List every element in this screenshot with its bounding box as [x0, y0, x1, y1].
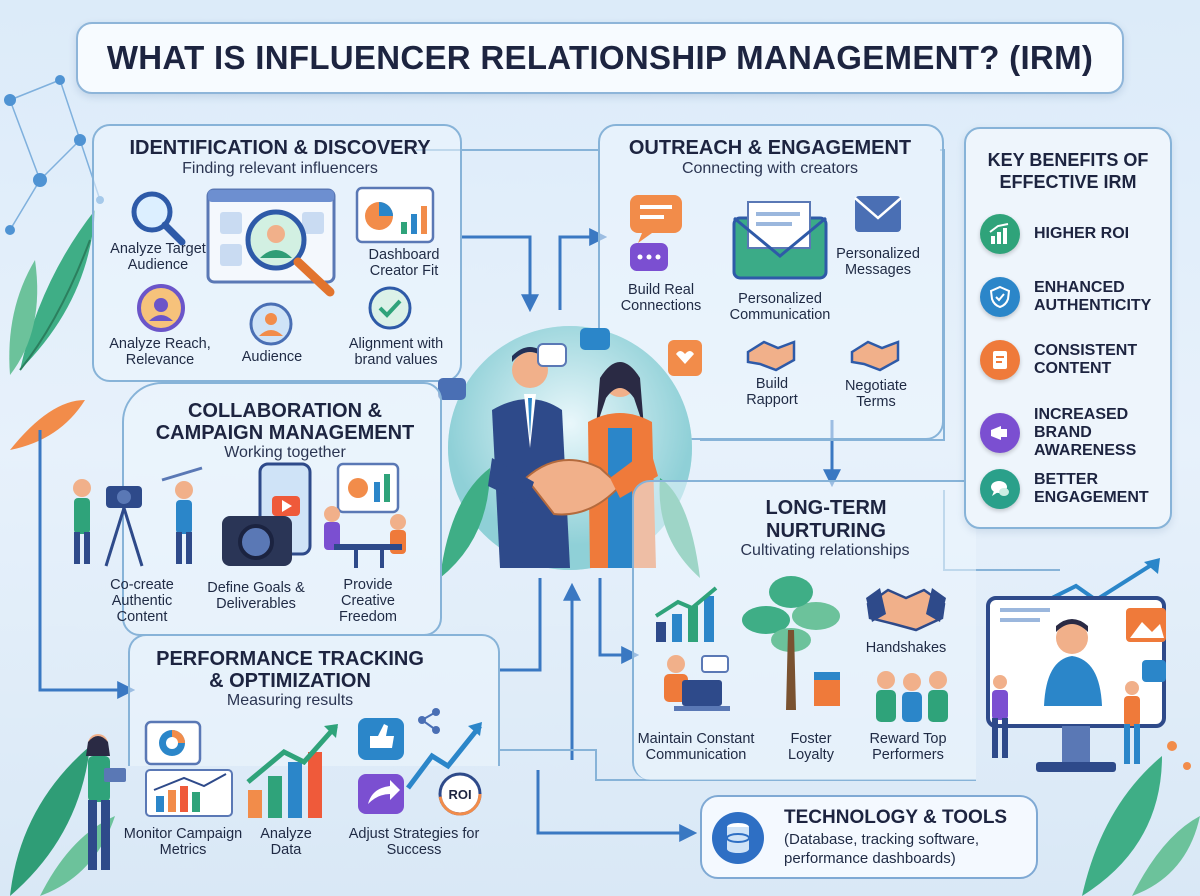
- performance-title-line2: & OPTIMIZATION: [209, 670, 371, 692]
- personalized-messages-label: Personalized Messages: [836, 246, 920, 278]
- small-envelope-icon: [854, 196, 902, 232]
- handshake-negotiate-icon: [850, 340, 900, 372]
- benefit-brand-awareness: INCREASED BRAND AWARENESS: [980, 406, 1144, 460]
- build-real-connections-label: Build Real Connections: [620, 282, 702, 314]
- check-hand-icon: [368, 286, 412, 330]
- adjust-strategies-label: Adjust Strategies for Success: [348, 826, 480, 858]
- database-icon: [712, 812, 764, 864]
- leaf-decoration-left: [9, 210, 95, 375]
- presenter-illustration: [986, 558, 1166, 772]
- collaboration-title-line1: COLLABORATION &: [187, 400, 383, 422]
- handshakes-label: Handshakes: [865, 640, 947, 656]
- define-goals-label: Define Goals & Deliverables: [207, 580, 305, 612]
- roi-badge: ROI: [448, 787, 472, 802]
- benefit-label: ENHANCED AUTHENTICITY: [1034, 279, 1152, 314]
- strategy-icons: [358, 708, 482, 816]
- campaign-dashboard-icon: [144, 720, 233, 817]
- technology-title: TECHNOLOGY & TOOLS: [784, 807, 1008, 828]
- growth-chart-icon: [654, 586, 718, 642]
- analyst-woman-icon: [86, 734, 126, 870]
- camera-phone-icon: [222, 462, 312, 566]
- performance-title-line1: PERFORMANCE TRACKING: [156, 648, 424, 670]
- benefit-higher-roi: HIGHER ROI: [980, 214, 1129, 254]
- benefit-consistent-content: CONSISTENT CONTENT: [980, 340, 1154, 380]
- leaf-decoration-midleft: [10, 400, 85, 450]
- benefit-authenticity: ENHANCED AUTHENTICITY: [980, 277, 1164, 317]
- audience-label: Audience: [241, 349, 303, 365]
- notepad-icon: [980, 340, 1020, 380]
- dashboard-creator-fit-label: Dashboard Creator Fit: [368, 247, 440, 279]
- benefit-label: BETTER ENGAGEMENT: [1034, 471, 1149, 506]
- shield-check-icon: [980, 277, 1020, 317]
- outreach-subtitle: Connecting with creators: [681, 160, 859, 177]
- technology-subtitle-line2: performance dashboards): [784, 850, 956, 867]
- analyze-reach-label: Analyze Reach, Relevance: [109, 336, 211, 368]
- analyze-data-label: Analyze Data: [260, 826, 312, 858]
- co-create-content-label: Co-create Authentic Content: [110, 577, 174, 625]
- collaboration-subtitle: Working together: [224, 444, 346, 461]
- benefit-better-engagement: BETTER ENGAGEMENT: [980, 469, 1154, 509]
- audience-icon: [249, 302, 293, 346]
- identification-title: IDENTIFICATION & DISCOVERY: [129, 137, 431, 159]
- handshake-icon: [866, 588, 946, 632]
- maintain-communication-label: Maintain Constant Communication: [637, 731, 755, 763]
- title-banner: WHAT IS INFLUENCER RELATIONSHIP MANAGEME…: [76, 22, 1124, 94]
- team-icon: [876, 671, 948, 722]
- benefits-title-line1: KEY BENEFITS OF: [987, 150, 1149, 170]
- video-crew-icon: [73, 466, 203, 567]
- key-benefits-panel: KEY BENEFITS OF EFFECTIVE IRM HIGHER ROI…: [964, 127, 1172, 529]
- performance-subtitle: Measuring results: [226, 692, 354, 709]
- chat-bubbles-icon: [980, 469, 1020, 509]
- analyze-target-audience-label: Analyze Target Audience: [110, 241, 206, 273]
- nurturing-title-line2: NURTURING: [766, 520, 886, 542]
- identification-subtitle: Finding relevant influencers: [182, 160, 378, 177]
- chat-bubble-icon: [630, 195, 682, 271]
- central-handshake-illustration: [438, 326, 702, 578]
- meeting-icon: [324, 462, 406, 568]
- benefit-label: HIGHER ROI: [1034, 225, 1130, 242]
- network-decoration: [4, 75, 104, 235]
- benefit-label: CONSISTENT CONTENT: [1034, 342, 1138, 377]
- foster-loyalty-label: Foster Loyalty: [788, 731, 834, 763]
- reward-performers-label: Reward Top Performers: [869, 731, 947, 763]
- page-title: WHAT IS INFLUENCER RELATIONSHIP MANAGEME…: [106, 39, 1094, 76]
- nurturing-subtitle: Cultivating relationships: [740, 542, 910, 559]
- alignment-brand-values-label: Alignment with brand values: [348, 336, 444, 368]
- outreach-title: OUTREACH & ENGAGEMENT: [628, 137, 912, 159]
- target-reach-icon: [137, 284, 185, 332]
- leaf-decoration-bottomright: [1082, 741, 1200, 896]
- build-rapport-label: Build Rapport: [746, 376, 798, 408]
- creator-dashboard-icon: [206, 188, 336, 297]
- envelope-icon: [732, 201, 828, 280]
- chart-up-icon: [980, 214, 1020, 254]
- benefits-title-line2: EFFECTIVE IRM: [999, 172, 1137, 192]
- personalized-communication-label: Personalized Communication: [729, 291, 831, 323]
- megaphone-icon: [980, 413, 1020, 453]
- creative-freedom-label: Provide Creative Freedom: [338, 577, 398, 625]
- benefit-label: INCREASED BRAND AWARENESS: [1034, 406, 1137, 459]
- technology-subtitle-line1: (Database, tracking software,: [784, 831, 980, 848]
- technology-tools-box: TECHNOLOGY & TOOLS (Database, tracking s…: [700, 795, 1038, 879]
- laptop-person-icon: [664, 655, 730, 711]
- nurturing-title-line1: LONG-TERM: [765, 497, 887, 519]
- tree-icon: [742, 576, 840, 710]
- growth-bars-icon: [246, 724, 338, 818]
- collaboration-title-line2: CAMPAIGN MANAGEMENT: [155, 422, 415, 444]
- magnifier-icon: [131, 191, 186, 246]
- handshake-rapport-icon: [746, 340, 796, 372]
- negotiate-terms-label: Negotiate Terms: [844, 378, 908, 410]
- monitor-campaign-metrics-label: Monitor Campaign Metrics: [123, 826, 243, 858]
- pie-dashboard-icon: [355, 186, 435, 244]
